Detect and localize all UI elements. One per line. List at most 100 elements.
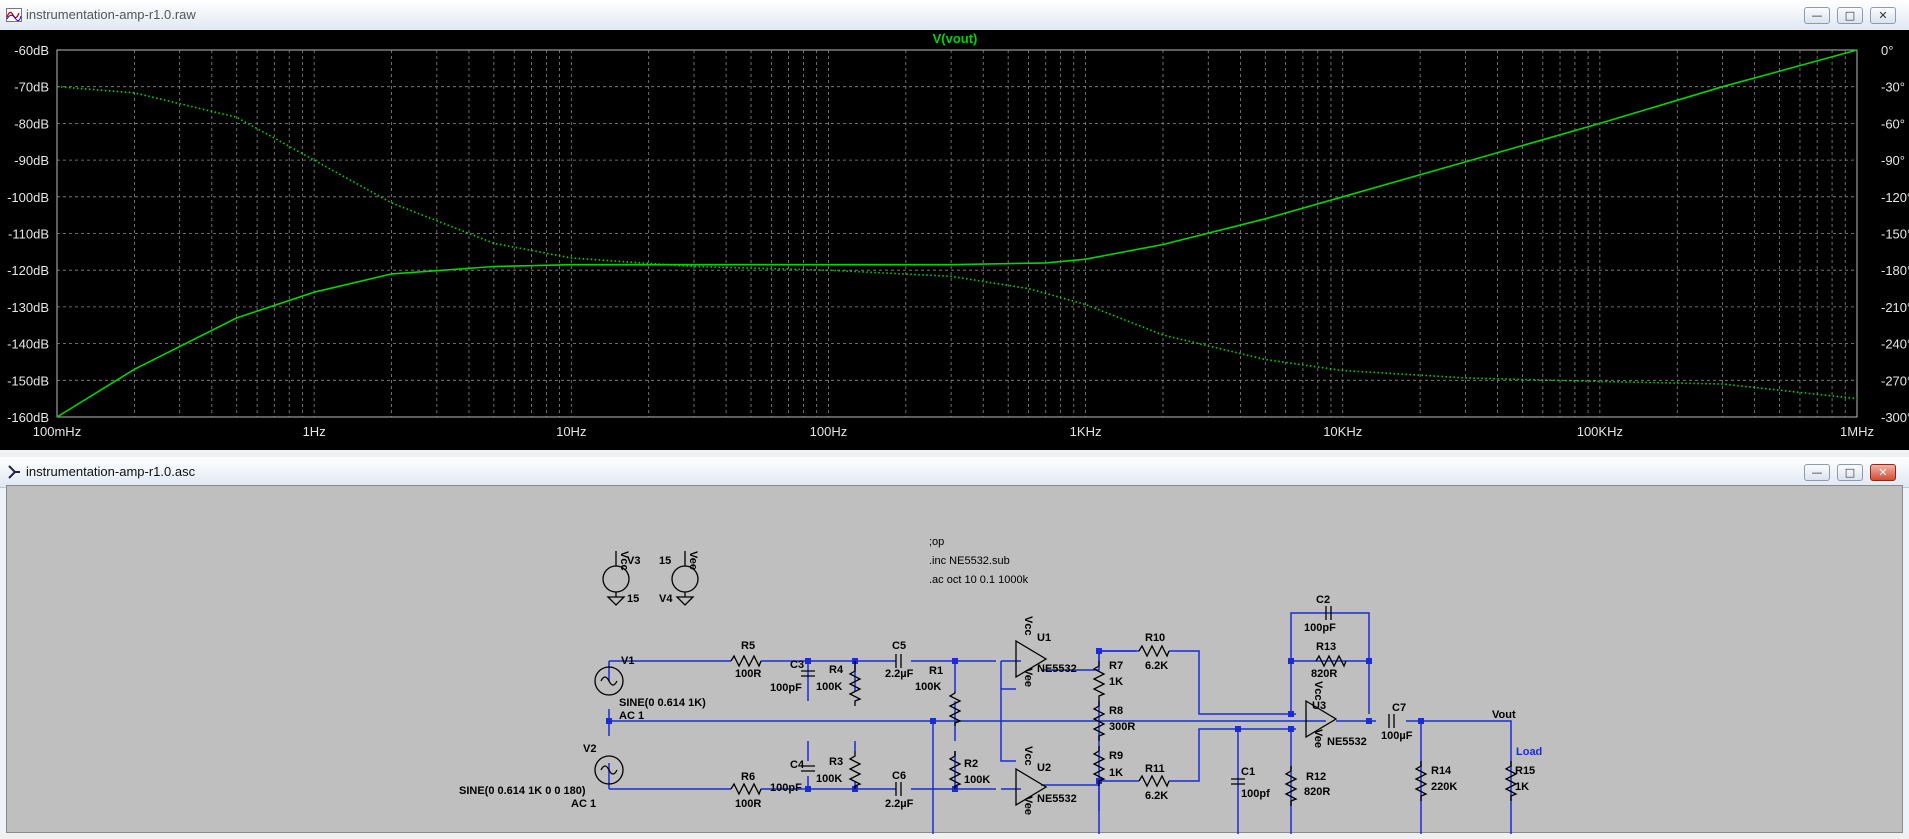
r10-name: R10 <box>1145 632 1165 644</box>
schematic-window-title: instrumentation-amp-r1.0.asc <box>26 464 195 479</box>
y-right-tick-label: -210° <box>1881 300 1909 315</box>
c1-name: C1 <box>1241 766 1255 778</box>
u3-vee: Vee <box>1312 729 1324 748</box>
r11-symbol <box>1139 776 1169 786</box>
v2-sine: SINE(0 0.614 1K 0 0 180) <box>459 785 586 797</box>
u1-vee: Vee <box>1022 668 1034 687</box>
y-right-tick-label: -150° <box>1881 227 1909 242</box>
y-right-tick-label: -120° <box>1881 190 1909 205</box>
v1-ac: AC 1 <box>619 710 644 722</box>
phase-trace <box>57 87 1857 399</box>
x-tick-label: 100mHz <box>33 424 81 439</box>
r10-value: 6.2K <box>1145 660 1168 672</box>
trace-name[interactable]: V(vout) <box>933 31 978 46</box>
y-left-tick-label: -90dB <box>14 153 49 168</box>
schematic-drawing[interactable]: ;op .inc NE5532.sub .ac oct 10 0.1 1000k… <box>7 486 1904 834</box>
r2-value: 100K <box>964 774 990 786</box>
u2-model: NE5532 <box>1037 793 1077 805</box>
r15-name: R15 <box>1515 765 1535 777</box>
r4-name: R4 <box>829 664 844 676</box>
schematic-canvas[interactable]: ;op .inc NE5532.sub .ac oct 10 0.1 1000k… <box>6 485 1903 833</box>
x-tick-label: 1Hz <box>303 424 326 439</box>
c1-value: 100pf <box>1241 788 1270 800</box>
x-tick-label: 1KHz <box>1070 424 1102 439</box>
x-tick-label: 10Hz <box>556 424 586 439</box>
r10-symbol <box>1139 646 1169 656</box>
minimize-button[interactable]: — <box>1804 464 1830 481</box>
v4-name: V4 <box>659 593 673 605</box>
waveform-window-title: instrumentation-amp-r1.0.raw <box>26 7 196 22</box>
x-tick-label: 100Hz <box>810 424 848 439</box>
x-tick-label: 100KHz <box>1577 424 1623 439</box>
x-tick-label: 10KHz <box>1323 424 1362 439</box>
v1-sine: SINE(0 0.614 1K) <box>619 697 706 709</box>
u3-name: U3 <box>1312 700 1326 712</box>
y-right-tick-label: -180° <box>1881 263 1909 278</box>
close-button[interactable]: ✕ <box>1870 7 1896 24</box>
y-right-tick-label: -90° <box>1881 153 1905 168</box>
junctions <box>606 648 1424 792</box>
r12-value: 820R <box>1304 786 1330 798</box>
c5-symbol <box>896 654 901 668</box>
plot-tick-labels: -60dB-70dB-80dB-90dB-100dB-110dB-120dB-1… <box>7 43 1909 439</box>
r6-name: R6 <box>741 771 755 783</box>
r8-value: 300R <box>1109 721 1135 733</box>
c6-symbol <box>896 782 901 796</box>
r7-name: R7 <box>1109 660 1123 672</box>
v4-net-label: Vee <box>687 551 699 570</box>
load-label: Load <box>1516 746 1542 758</box>
u1-name: U1 <box>1037 632 1051 644</box>
r5-name: R5 <box>741 640 755 652</box>
y-right-tick-label: -270° <box>1881 373 1909 388</box>
y-right-tick-label: -30° <box>1881 80 1905 95</box>
bode-plot[interactable]: -60dB-70dB-80dB-90dB-100dB-110dB-120dB-1… <box>0 30 1909 450</box>
c6-value: 2.2µF <box>885 798 914 810</box>
r3-value: 100K <box>816 773 842 785</box>
r14-name: R14 <box>1431 765 1452 777</box>
v2-name: V2 <box>583 743 596 755</box>
c7-symbol <box>1389 714 1394 728</box>
minimize-button[interactable]: — <box>1804 7 1830 24</box>
r1-value: 100K <box>915 681 941 693</box>
c7-name: C7 <box>1392 702 1406 714</box>
c3-value: 100pF <box>770 682 802 694</box>
c4-value: 100pF <box>770 782 802 794</box>
plot-grid <box>57 50 1857 417</box>
directive-inc: .inc NE5532.sub <box>929 555 1010 567</box>
maximize-button[interactable]: □ <box>1837 464 1863 481</box>
directive-op: ;op <box>929 536 944 548</box>
y-left-tick-label: -130dB <box>7 300 49 315</box>
x-tick-label: 1MHz <box>1840 424 1874 439</box>
r6-value: 100R <box>735 798 761 810</box>
r5-symbol <box>731 656 761 666</box>
close-button[interactable]: ✕ <box>1870 464 1896 481</box>
schematic-app-icon <box>6 465 22 479</box>
r3-name: R3 <box>829 756 843 768</box>
r11-name: R11 <box>1145 763 1165 775</box>
u3-model: NE5532 <box>1327 736 1367 748</box>
waveform-app-icon <box>6 8 22 22</box>
r15-value: 1K <box>1515 781 1529 793</box>
y-left-tick-label: -140dB <box>7 337 49 352</box>
vout-net-label: Vout <box>1492 709 1516 721</box>
c6-name: C6 <box>892 770 906 782</box>
y-left-tick-label: -100dB <box>7 190 49 205</box>
v1-name: V1 <box>621 655 634 667</box>
r9-name: R9 <box>1109 750 1123 762</box>
waveform-titlebar[interactable]: instrumentation-amp-r1.0.raw — □ ✕ <box>0 0 1909 31</box>
r9-value: 1K <box>1109 767 1123 779</box>
u3-vcc: Vcc <box>1312 681 1324 701</box>
r7-value: 1K <box>1109 676 1123 688</box>
u1-vcc: Vcc <box>1022 616 1034 636</box>
u2-vee: Vee <box>1022 796 1034 815</box>
plot-pane[interactable]: -60dB-70dB-80dB-90dB-100dB-110dB-120dB-1… <box>0 30 1909 450</box>
maximize-button[interactable]: □ <box>1837 7 1863 24</box>
waveform-window: instrumentation-amp-r1.0.raw — □ ✕ -60dB… <box>0 0 1909 452</box>
y-right-tick-label: -300° <box>1881 410 1909 425</box>
v4-value: 15 <box>659 555 671 567</box>
y-left-tick-label: -70dB <box>14 80 49 95</box>
c3-name: C3 <box>790 659 804 671</box>
schematic-titlebar[interactable]: instrumentation-amp-r1.0.asc — □ ✕ <box>0 457 1909 488</box>
y-left-tick-label: -120dB <box>7 263 49 278</box>
c2-name: C2 <box>1316 594 1330 606</box>
